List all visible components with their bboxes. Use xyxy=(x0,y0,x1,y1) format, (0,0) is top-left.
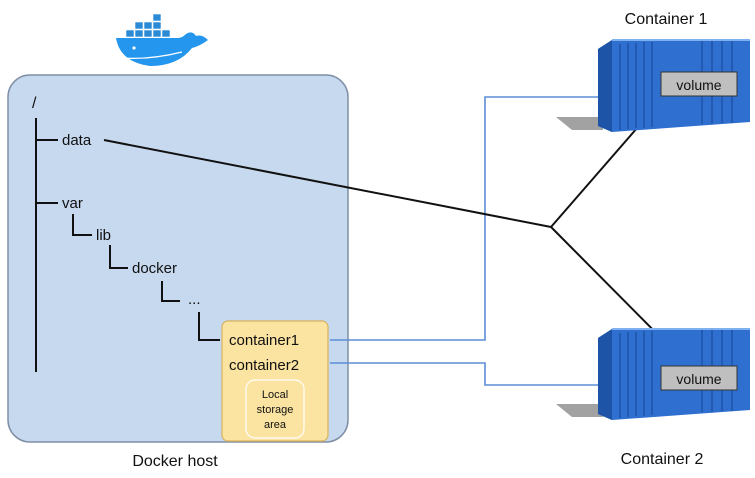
storage-connectors xyxy=(330,96,600,386)
tree-var-label: var xyxy=(62,195,83,212)
container1-storage-label: container1 xyxy=(229,332,299,349)
container1-title: Container 1 xyxy=(625,11,708,28)
container2-title: Container 2 xyxy=(621,451,704,468)
local-storage-line3: area xyxy=(264,419,287,431)
container1-connector xyxy=(330,96,600,341)
container1-volume-label: volume xyxy=(676,77,721,93)
local-storage-line1: Local xyxy=(262,389,288,401)
file-tree-lines xyxy=(35,118,220,372)
tree-data-label: data xyxy=(62,132,92,149)
docker-host-label: Docker host xyxy=(132,453,218,470)
local-storage-area-box xyxy=(245,379,305,439)
container2-storage-label: container2 xyxy=(229,357,299,374)
container2-connector xyxy=(330,362,600,386)
local-storage-line2: storage xyxy=(257,404,294,416)
tree-lib-label: lib xyxy=(96,227,111,244)
container2-volume-label: volume xyxy=(676,371,721,387)
tree-docker-label: docker xyxy=(132,260,177,277)
data-to-junction-line xyxy=(103,139,552,228)
container2-volume-box xyxy=(660,365,738,391)
container1-volume-box xyxy=(660,71,738,97)
docker-whale-icon xyxy=(116,13,208,66)
tree-ellipsis-label: ... xyxy=(188,291,201,308)
tree-root-label: / xyxy=(32,95,37,112)
